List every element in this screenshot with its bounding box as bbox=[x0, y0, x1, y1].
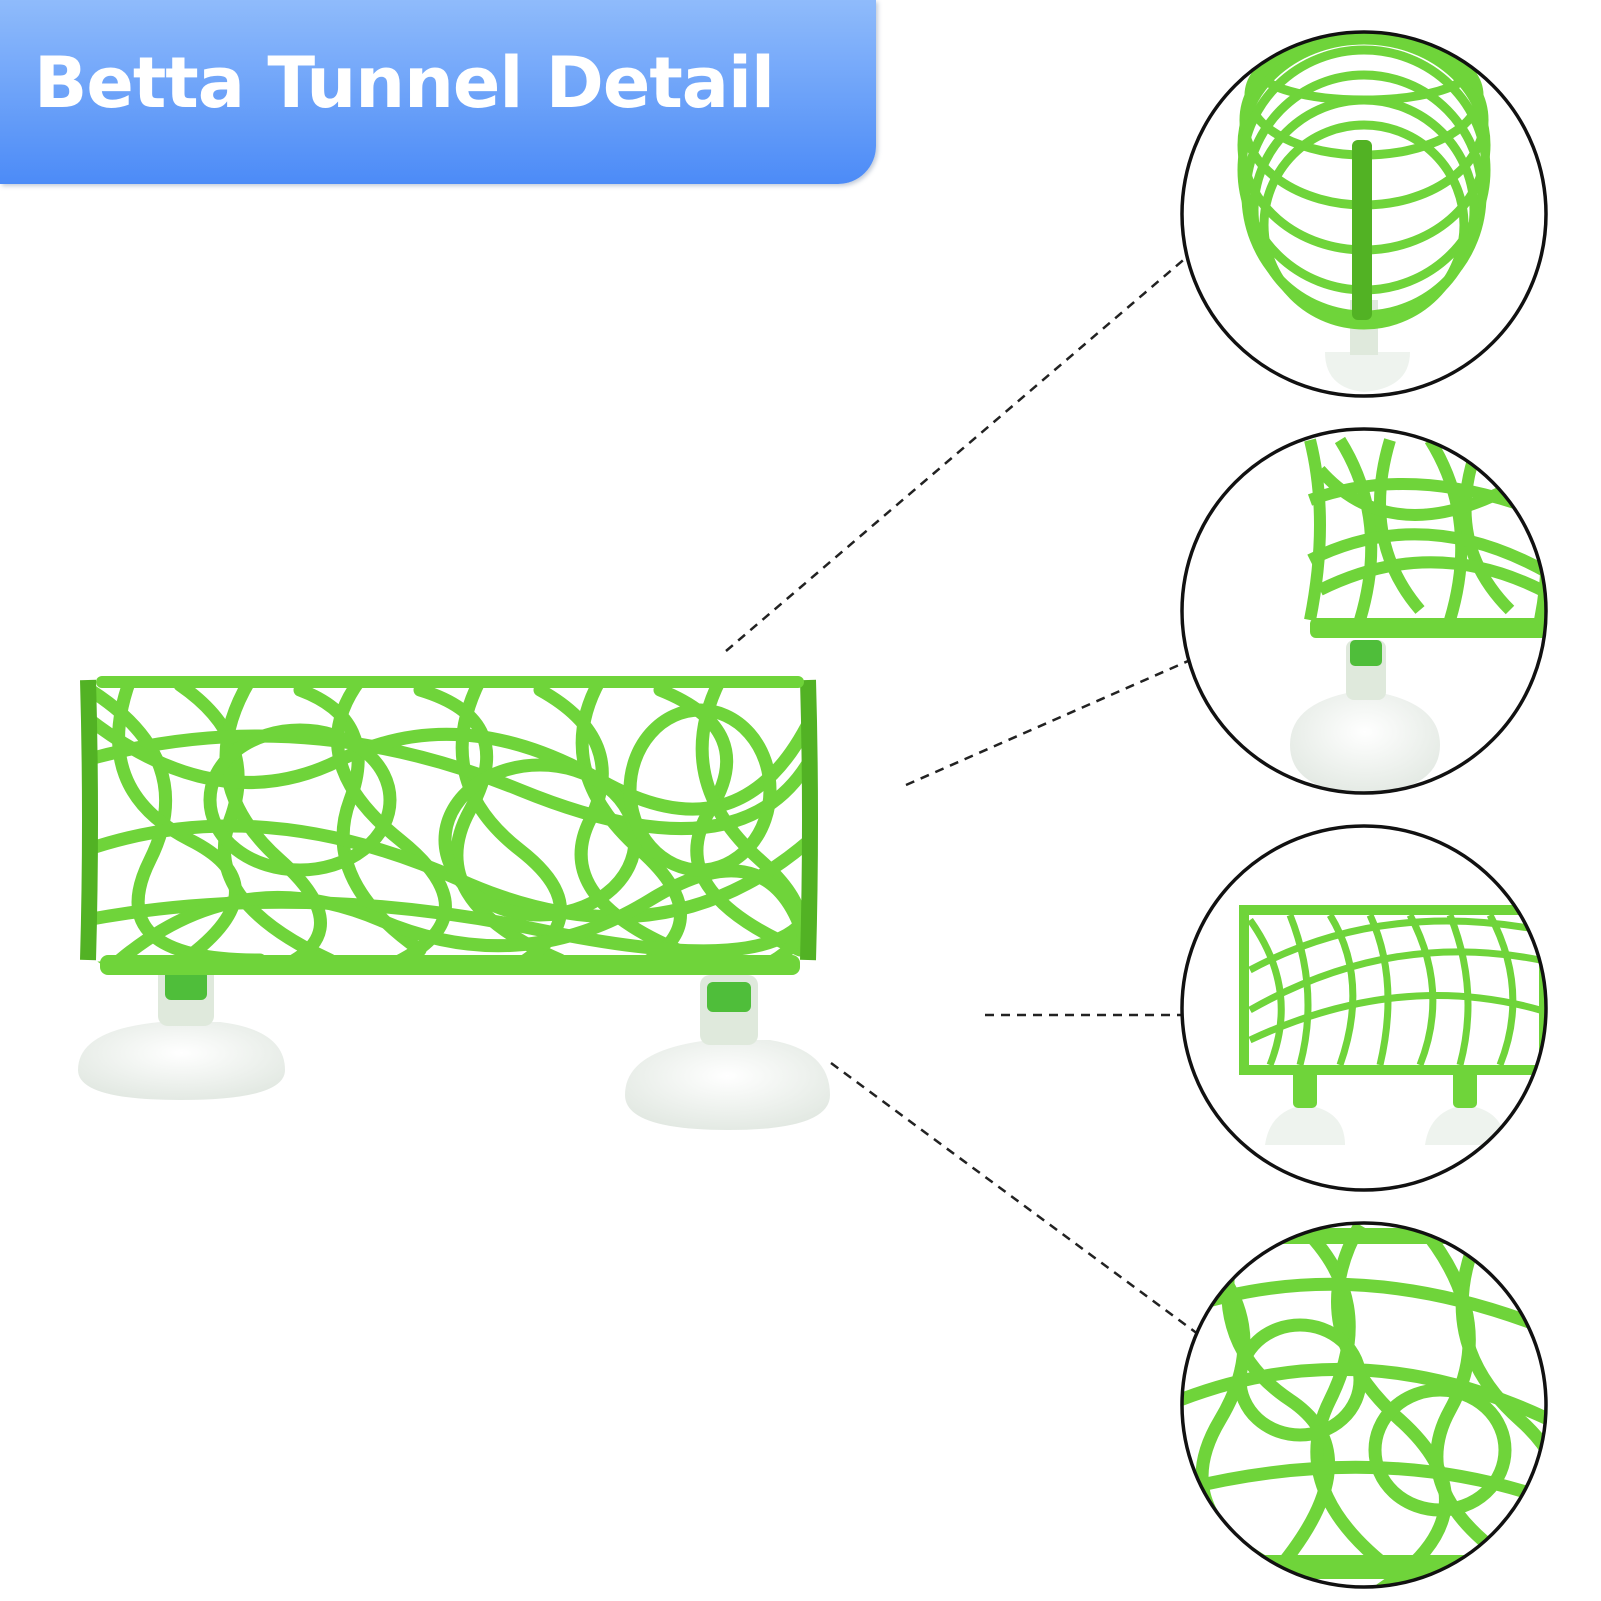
connector-line-2 bbox=[905, 656, 1196, 787]
connector-line-4 bbox=[830, 1061, 1207, 1342]
suction-cup-right bbox=[625, 975, 830, 1130]
main-tunnel bbox=[78, 676, 830, 1130]
page-title: Betta Tunnel Detail bbox=[34, 42, 775, 124]
connector-lines bbox=[725, 249, 1207, 1342]
detail-circle-end-opening bbox=[1180, 30, 1548, 398]
detail-circle-flat-panel bbox=[1180, 824, 1548, 1192]
detail-circle-mesh-closeup bbox=[1180, 1221, 1548, 1589]
connector-line-1 bbox=[725, 249, 1196, 652]
suction-cup-left bbox=[78, 960, 285, 1100]
banner-background bbox=[0, 0, 876, 184]
detail-circle-side-base bbox=[1180, 427, 1548, 795]
title-banner: Betta Tunnel Detail bbox=[0, 0, 876, 184]
